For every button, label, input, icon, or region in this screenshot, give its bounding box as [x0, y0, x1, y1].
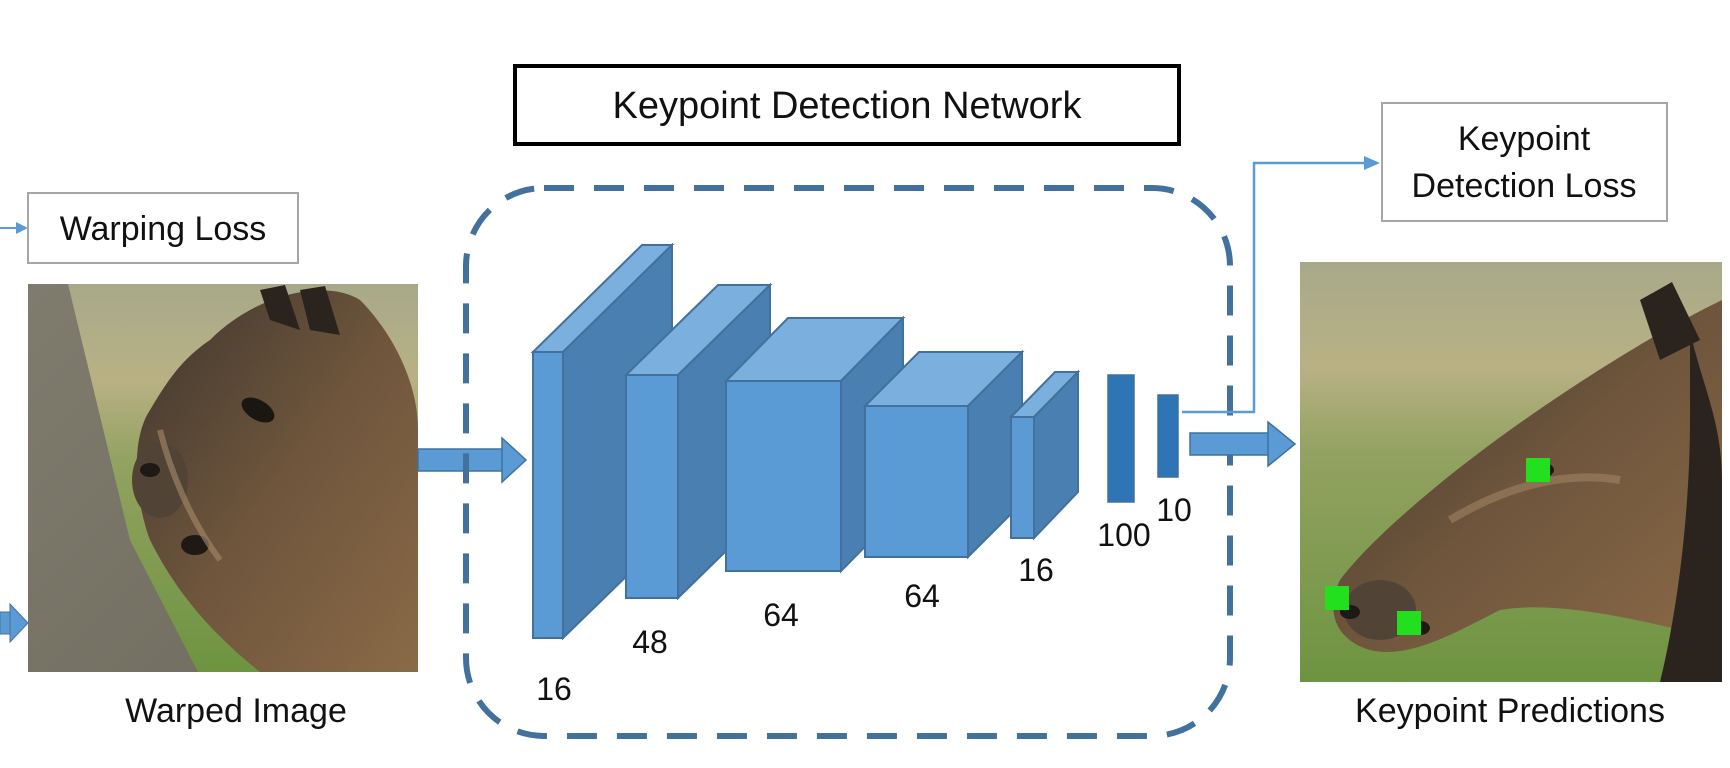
- warping-loss-arrowhead: [16, 222, 28, 234]
- layer-label-1: 16: [536, 671, 572, 707]
- keypoint-marker-nose: [1325, 586, 1349, 610]
- keypoint-loss-label-line1: Keypoint: [1458, 120, 1591, 158]
- layer-block-7: [1157, 394, 1179, 478]
- layer-block-4: [862, 349, 1025, 560]
- keypoint-predictions-caption: Keypoint Predictions: [1355, 692, 1665, 730]
- layer-label-7: 10: [1156, 492, 1192, 528]
- input-arrow: [0, 602, 29, 644]
- warped-image-caption: Warped Image: [125, 692, 347, 730]
- network-title: Keypoint Detection Network: [613, 85, 1083, 127]
- keypoint-loss-box: Keypoint Detection Loss: [1381, 102, 1668, 222]
- keypoint-loss-label-line2: Detection Loss: [1412, 167, 1637, 205]
- arrow-network-to-predictions: [1189, 420, 1297, 468]
- network-layers: 16 48 64 64 16 100: [530, 242, 1192, 707]
- arrow-image-to-network: [417, 436, 528, 484]
- loss-connector: [1182, 156, 1380, 414]
- keypoint-marker-eye: [1526, 458, 1550, 482]
- layer-label-3: 64: [763, 597, 799, 633]
- network-title-box: Keypoint Detection Network: [513, 64, 1181, 146]
- keypoint-marker-mouth: [1397, 611, 1421, 635]
- layer-label-4: 64: [904, 578, 940, 614]
- network-dashed-border: [463, 185, 1233, 739]
- warped-image: [28, 284, 418, 672]
- warping-loss-box: Warping Loss: [0, 192, 299, 264]
- loss-connector-arrowhead: [1364, 156, 1380, 170]
- layer-label-5: 16: [1018, 552, 1054, 588]
- layer-block-5: [1008, 369, 1081, 541]
- layer-block-6: [1107, 374, 1135, 503]
- layer-label-6: 100: [1097, 517, 1150, 553]
- warping-loss-label: Warping Loss: [60, 210, 267, 248]
- layer-label-2: 48: [632, 624, 668, 660]
- prediction-image: [1300, 262, 1722, 682]
